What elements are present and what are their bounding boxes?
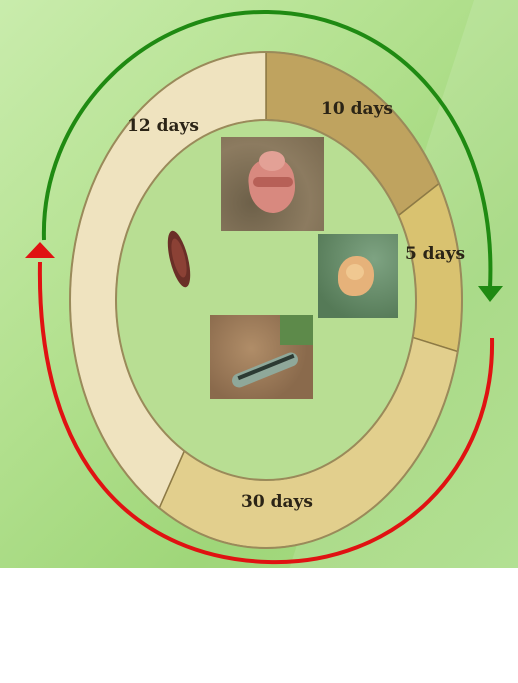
egg-mass-icon xyxy=(318,234,398,318)
label-30-days: 30 days xyxy=(241,492,313,512)
caterpillar-larva-icon xyxy=(210,315,313,399)
green-arrowhead-icon xyxy=(478,286,503,302)
cycle-ring: 10 days 5 days 30 days 12 days xyxy=(0,0,518,568)
label-5-days: 5 days xyxy=(405,244,465,264)
life-cycle-diagram: 10 days 5 days 30 days 12 days xyxy=(0,0,518,568)
moth-adult-icon xyxy=(221,137,324,231)
pupa-icon xyxy=(164,228,194,290)
label-12-days: 12 days xyxy=(127,116,199,136)
red-arrowhead-icon xyxy=(25,242,55,258)
label-10-days: 10 days xyxy=(321,99,393,119)
